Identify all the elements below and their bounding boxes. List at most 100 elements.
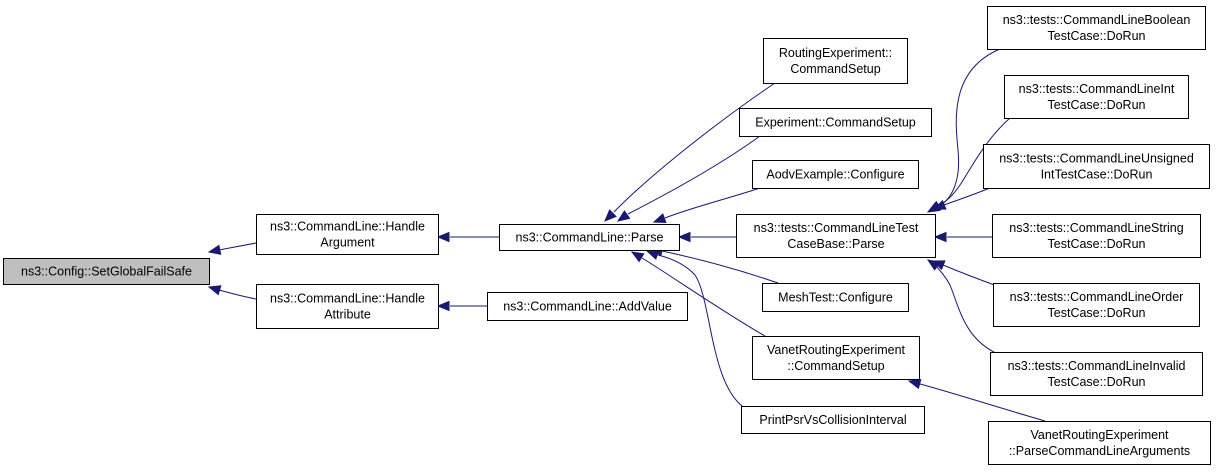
edge-string-dorun-to-testcasebase-parse — [933, 231, 992, 243]
node-box — [988, 421, 1211, 465]
arrowhead-icon — [645, 250, 660, 260]
arrowhead-icon — [207, 244, 222, 255]
edge-experiment-commandsetup-to-parse — [616, 135, 761, 222]
edge-vanet-commandsetup-to-parse — [630, 251, 766, 337]
node-box — [752, 336, 920, 380]
arrowhead-icon — [630, 251, 645, 263]
node-testcasebase-parse[interactable]: ns3::tests::CommandLineTestCaseBase::Par… — [736, 214, 936, 258]
node-box — [1004, 75, 1189, 119]
edge-printpsrvscollisioninterval-to-parse — [645, 250, 749, 411]
edge-parse-to-handleargument — [436, 231, 499, 243]
node-label: RoutingExperiment:: — [779, 46, 892, 60]
node-label: ns3::CommandLine::Handle — [270, 292, 425, 306]
node-box — [487, 292, 688, 321]
node-label: MeshTest::Configure — [778, 291, 893, 305]
edge-unsigned-dorun-to-testcasebase-parse — [932, 187, 991, 210]
node-label: ns3::CommandLine::AddValue — [503, 300, 672, 314]
node-printpsrvscollisioninterval[interactable]: PrintPsrVsCollisionInterval — [741, 406, 925, 434]
nodes-layer: ns3::Config::SetGlobalFailSafens3::Comma… — [3, 6, 1211, 465]
node-label: Experiment::CommandSetup — [755, 116, 916, 130]
edge-vanet-parsecommandlinearguments-to-vanet-commandsetup — [907, 378, 1046, 422]
node-label: IntTestCase::DoRun — [1041, 168, 1153, 182]
arrowhead-icon — [677, 231, 691, 243]
node-order-dorun[interactable]: ns3::tests::CommandLineOrderTestCase::Do… — [993, 283, 1200, 327]
node-label: TestCase::DoRun — [1048, 237, 1146, 251]
node-parse[interactable]: ns3::CommandLine::Parse — [499, 224, 680, 251]
node-label: Argument — [320, 236, 375, 250]
node-box — [752, 160, 919, 189]
arrowhead-icon — [907, 378, 922, 390]
node-label: ns3::CommandLine::Handle — [270, 220, 425, 234]
node-label: Attribute — [324, 308, 371, 322]
node-setglobalfailsafe: ns3::Config::SetGlobalFailSafe — [3, 258, 210, 285]
edge-testcasebase-parse-to-parse — [677, 231, 736, 243]
node-label: TestCase::DoRun — [1048, 29, 1146, 43]
edge-line — [613, 82, 776, 213]
node-experiment-commandsetup[interactable]: Experiment::CommandSetup — [739, 108, 932, 137]
node-box — [499, 224, 680, 251]
node-routingexperiment-commandsetup[interactable]: RoutingExperiment::CommandSetup — [763, 38, 908, 84]
node-label: CommandSetup — [790, 62, 880, 76]
arrowhead-icon — [436, 300, 450, 312]
node-label: ns3::tests::CommandLineTest — [754, 221, 919, 235]
node-box — [256, 214, 439, 255]
node-label: ns3::tests::CommandLineString — [1009, 221, 1183, 235]
node-box — [739, 108, 932, 137]
node-box — [763, 38, 908, 84]
node-box — [993, 283, 1200, 327]
edge-line — [933, 263, 1001, 356]
node-int-dorun[interactable]: ns3::tests::CommandLineIntTestCase::DoRu… — [1004, 75, 1189, 119]
node-vanet-parsecommandlinearguments[interactable]: VanetRoutingExperiment::ParseCommandLine… — [988, 421, 1211, 465]
node-label: TestCase::DoRun — [1048, 306, 1146, 320]
node-box — [987, 6, 1206, 50]
node-label: ns3::tests::CommandLineBoolean — [1003, 13, 1191, 27]
node-string-dorun[interactable]: ns3::tests::CommandLineStringTestCase::D… — [992, 214, 1201, 258]
node-vanet-commandsetup[interactable]: VanetRoutingExperiment::CommandSetup — [752, 336, 920, 380]
node-label: PrintPsrVsCollisionInterval — [759, 413, 906, 427]
node-label: ::ParseCommandLineArguments — [1009, 444, 1190, 458]
node-box — [762, 283, 909, 312]
edge-line — [218, 242, 257, 251]
node-label: ns3::tests::CommandLineInt — [1019, 82, 1175, 96]
node-addvalue[interactable]: ns3::CommandLine::AddValue — [487, 292, 688, 321]
node-box — [736, 214, 936, 258]
node-label: ns3::CommandLine::Parse — [516, 231, 664, 245]
edge-line — [937, 117, 1011, 207]
edge-addvalue-to-handleattribute — [436, 300, 487, 312]
edge-aodvexample-configure-to-parse — [652, 187, 761, 223]
arrowhead-icon — [926, 259, 941, 271]
arrowhead-icon — [604, 209, 617, 222]
node-invalid-dorun[interactable]: ns3::tests::CommandLineInvalidTestCase::… — [990, 352, 1203, 396]
node-label: ns3::tests::CommandLineInvalid — [1008, 359, 1186, 373]
node-label: VanetRoutingExperiment — [767, 343, 906, 357]
node-box — [741, 406, 925, 434]
node-boolean-dorun[interactable]: ns3::tests::CommandLineBooleanTestCase::… — [987, 6, 1206, 50]
node-label: CaseBase::Parse — [787, 237, 884, 251]
edge-line — [641, 257, 766, 337]
arrowhead-icon — [652, 213, 667, 223]
edge-line — [661, 250, 779, 284]
arrowhead-icon — [933, 231, 947, 243]
node-unsigned-dorun[interactable]: ns3::tests::CommandLineUnsignedIntTestCa… — [983, 144, 1210, 189]
edge-line — [942, 264, 1001, 288]
edge-line — [627, 135, 761, 215]
node-box — [3, 258, 210, 285]
edge-line — [664, 187, 761, 219]
node-box — [990, 352, 1203, 396]
edge-routingexperiment-commandsetup-to-parse — [604, 82, 776, 222]
arrowhead-icon — [436, 231, 450, 243]
node-aodvexample-configure[interactable]: AodvExample::Configure — [752, 160, 919, 189]
node-meshtest-configure[interactable]: MeshTest::Configure — [762, 283, 909, 312]
node-box — [256, 284, 439, 329]
edge-handleattribute-to-setglobalfailsafe — [207, 285, 257, 300]
edge-line — [943, 187, 991, 206]
node-box — [992, 214, 1201, 258]
edges-layer — [207, 48, 1046, 422]
edge-invalid-dorun-to-testcasebase-parse — [926, 259, 1001, 356]
node-label: ns3::tests::CommandLineUnsigned — [999, 152, 1194, 166]
edge-line — [218, 289, 257, 300]
arrowhead-icon — [207, 285, 222, 296]
edge-line — [657, 254, 749, 411]
